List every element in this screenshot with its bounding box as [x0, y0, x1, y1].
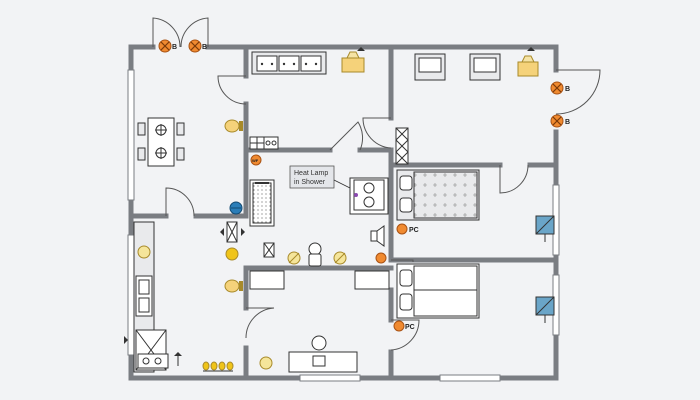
- door-stub: [391, 259, 414, 262]
- sofa: [251, 51, 327, 75]
- interior-walls: [128, 44, 559, 381]
- bath-vanity-icon: [349, 177, 389, 215]
- ceiling-light-bath-2-icon: [333, 251, 347, 265]
- front-door-right: [180, 17, 209, 48]
- photocell-tag-2: PC: [405, 324, 415, 331]
- exterior-light-1-icon: [550, 81, 564, 95]
- kitchen-light-2-icon: [225, 247, 239, 261]
- photocell-tag-1: PC: [409, 227, 419, 234]
- pendant-light-1-icon: [158, 39, 172, 53]
- windows: [127, 69, 560, 382]
- doors: [152, 17, 601, 351]
- bulb-tag-4: B: [565, 119, 570, 126]
- bed-1: [396, 169, 480, 221]
- desk: [288, 335, 358, 373]
- stove-icon: [249, 136, 279, 150]
- bulb-tag-3: B: [565, 86, 570, 93]
- section-arrows: [124, 47, 535, 366]
- door-bedroom-1: [499, 164, 529, 194]
- kitchen-sconce-icon: [224, 279, 243, 293]
- bed-2: [396, 263, 480, 319]
- nightstand-lamp-2-icon: [393, 320, 405, 332]
- dining-table: [137, 117, 185, 167]
- shower-stall: [249, 179, 275, 227]
- door-dining-kitchen: [165, 187, 195, 217]
- bath-fan-2-icon: [375, 252, 387, 264]
- wall-unit-1-icon: [535, 215, 555, 242]
- door-bath: [329, 121, 364, 151]
- armchairs: [414, 53, 501, 81]
- speaker-icon: [370, 225, 385, 247]
- pendant-light-2-icon: [188, 39, 202, 53]
- door-office: [245, 307, 275, 339]
- heat-lamp-note: [289, 165, 355, 191]
- under-cabinet-lights-icon: [202, 361, 234, 372]
- wall-sconce-dining-icon: [224, 119, 243, 133]
- kitchen-switch-icon: [226, 221, 238, 243]
- nightstand-lamp-1-icon: [396, 223, 408, 235]
- ceiling-light-bath-1-icon: [287, 251, 301, 265]
- exhaust-fan-icon: [250, 154, 262, 166]
- heat-lamp-label-line2: in Shower: [294, 179, 326, 186]
- fan-tag: WF: [252, 158, 259, 163]
- kitchen-counter: [133, 221, 169, 373]
- window-dining: [127, 69, 135, 201]
- office-light-icon: [259, 356, 273, 370]
- door-bedroom-2: [390, 319, 420, 351]
- exterior-light-2-icon: [550, 114, 564, 128]
- window-office: [299, 374, 361, 382]
- bulb-tag-2: B: [202, 44, 207, 51]
- door-living-bedroom: [362, 117, 392, 149]
- kitchen-light-1-icon: [137, 245, 151, 259]
- window-kitchen: [127, 234, 135, 356]
- side-door: [555, 69, 601, 115]
- bath-window-fixture-icon: [263, 242, 275, 258]
- toilet-icon: [308, 242, 322, 267]
- window-bedroom-2-bottom: [439, 374, 501, 382]
- bulb-tag-1: B: [172, 44, 177, 51]
- wall-unit-2-icon: [535, 296, 555, 323]
- table-lamp-living-icon: [341, 51, 365, 73]
- water-heater-icon: [229, 201, 243, 215]
- bookshelf-icon: [395, 127, 409, 165]
- table-lamp-family-icon: [517, 55, 539, 77]
- exterior-walls: [128, 44, 559, 381]
- office-closet: [249, 270, 390, 290]
- heat-lamp-label-line1: Heat Lamp: [294, 170, 328, 177]
- front-door-left: [152, 17, 181, 48]
- door-kitchen-living: [217, 75, 247, 105]
